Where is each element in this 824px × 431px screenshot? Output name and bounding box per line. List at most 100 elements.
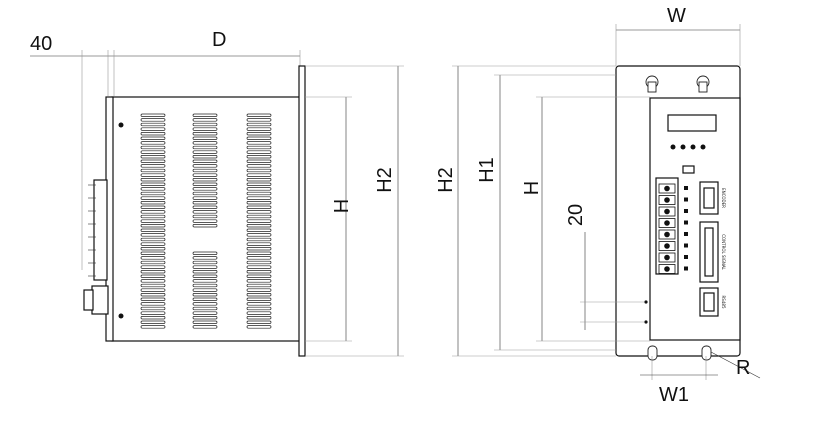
- vent-slot: [140, 141, 166, 145]
- vent-slot: [246, 283, 272, 288]
- terminal-slot: [658, 206, 676, 217]
- terminal-screw: [664, 266, 670, 272]
- vent-slot: [246, 293, 272, 297]
- vent-slot: [246, 233, 272, 237]
- vent-slot: [192, 196, 218, 200]
- rear-terminals: [88, 179, 108, 281]
- vent-slot: [246, 306, 272, 311]
- vent-slot: [140, 168, 166, 173]
- vent-slot: [246, 191, 272, 196]
- vent-slot: [246, 122, 272, 127]
- vent-slot: [246, 150, 272, 154]
- vent-slot: [246, 168, 272, 173]
- vent-slot: [246, 274, 272, 278]
- vent-slot: [140, 247, 166, 251]
- vent-slot: [192, 283, 218, 288]
- vent-slot: [192, 113, 218, 117]
- vent-slot: [140, 136, 166, 140]
- vent-slot: [140, 237, 166, 242]
- vent-slot: [140, 293, 166, 297]
- vent-slot: [192, 132, 218, 136]
- terminal-slot: [658, 218, 676, 228]
- terminal-screw: [664, 220, 670, 226]
- vent-slot: [246, 173, 272, 177]
- vent-slot: [192, 316, 218, 320]
- depth-label: D: [212, 29, 226, 51]
- terminal-slot: [658, 195, 676, 205]
- vent-slot: [246, 228, 272, 232]
- side-view: 40 D H: [30, 29, 404, 357]
- terminal-slot: [658, 252, 676, 263]
- vent-slot: [192, 320, 218, 324]
- vent-slot: [246, 214, 272, 219]
- vent-slot: [192, 270, 218, 274]
- control-signal-label: CONTROL SIGNAL: [721, 234, 726, 270]
- side-housing: [111, 96, 301, 342]
- vent-slot: [246, 237, 272, 242]
- vent-slot: [246, 270, 272, 274]
- vent-slot: [192, 136, 218, 140]
- vent-slot: [246, 302, 272, 306]
- vent-slot: [140, 113, 166, 117]
- vent-slot: [246, 136, 272, 140]
- vent-slot: [246, 127, 272, 131]
- screw: [118, 313, 124, 319]
- rs485-label: RS485: [721, 296, 726, 309]
- vent-slot: [140, 265, 166, 269]
- vent-slot: [192, 173, 218, 177]
- vent-slot: [192, 178, 218, 182]
- vent-slot: [140, 150, 166, 154]
- vent-slot: [140, 173, 166, 177]
- terminal-screw: [664, 197, 670, 203]
- encoder-connector: ENCODER: [699, 181, 726, 215]
- vent-slot: [246, 182, 272, 186]
- vent-slot: [140, 242, 166, 246]
- vent-slot: [140, 201, 166, 205]
- vent-slot: [246, 311, 272, 315]
- vent-slot: [140, 228, 166, 232]
- vent-slot: [140, 325, 166, 329]
- vent-slot: [246, 260, 272, 265]
- terminal-slot: [658, 229, 676, 240]
- vent-slot: [192, 205, 218, 209]
- terminal-marker: [684, 266, 688, 271]
- vent-slot: [246, 279, 272, 283]
- vent-slot: [140, 279, 166, 283]
- terminal-slot: [658, 264, 676, 274]
- terminal-slot: [658, 241, 676, 251]
- vent-slot: [246, 251, 272, 255]
- vent-slot: [140, 118, 166, 122]
- vent-slot: [140, 205, 166, 209]
- vent-slot: [140, 132, 166, 136]
- keypad: [670, 144, 706, 150]
- screw: [644, 320, 648, 324]
- vent-slot: [246, 159, 272, 163]
- vent-slot: [246, 205, 272, 209]
- vent-slot: [192, 306, 218, 311]
- screw: [644, 300, 648, 304]
- front-terminal-block: [655, 177, 688, 275]
- vent-slot: [140, 178, 166, 182]
- vent-slot: [192, 145, 218, 150]
- vent-slot: [140, 182, 166, 186]
- vent-slot: [140, 260, 166, 265]
- dip-switch: [682, 165, 695, 174]
- vent-slot: [246, 265, 272, 269]
- vent-slot: [192, 159, 218, 163]
- vent-slot: [246, 141, 272, 145]
- terminal-marker: [684, 232, 688, 236]
- vent-slot: [246, 113, 272, 117]
- vent-slot: [192, 311, 218, 315]
- encoder-label: ENCODER: [721, 188, 726, 208]
- screw: [118, 122, 124, 128]
- vent-slot: [140, 233, 166, 237]
- cable-gland: [83, 285, 109, 315]
- vent-slot: [246, 145, 272, 150]
- vent-slot: [246, 187, 272, 191]
- vent-slot: [246, 320, 272, 324]
- side-height2-label: H2: [374, 167, 396, 193]
- front-height1-label: H1: [476, 157, 498, 183]
- vent-slot: [140, 302, 166, 306]
- vent-slot: [246, 196, 272, 200]
